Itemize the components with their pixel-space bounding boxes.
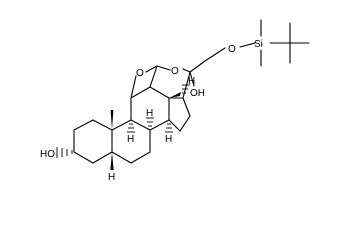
ring-oxygen-label-right: O (171, 66, 179, 77)
hydrogen-label-c5: H (108, 172, 115, 183)
stereo-hashes (56, 84, 190, 158)
atom-labels: HO OH O O O Si H H H H H (40, 39, 263, 183)
hydrogen-label-c17: H (188, 76, 195, 87)
ring-oxygen-label-left: O (136, 68, 144, 79)
structure-svg: HO OH O O O Si H H H H H (40, 19, 310, 183)
hydrogen-label-c14: H (165, 134, 172, 145)
silicon-label: Si (254, 39, 263, 50)
chemical-structure-diagram: HO OH O O O Si H H H H H (40, 19, 310, 183)
stereo-wedges (110, 92, 181, 170)
hydrogen-label-c9: H (127, 134, 134, 145)
skeletal-bonds (73, 19, 310, 164)
ether-oxygen-label: O (228, 44, 236, 55)
hydroxyl-label-left: HO (40, 149, 55, 160)
hydrogen-label-c8: H (146, 108, 153, 119)
hydroxyl-label-right: OH (190, 88, 205, 99)
